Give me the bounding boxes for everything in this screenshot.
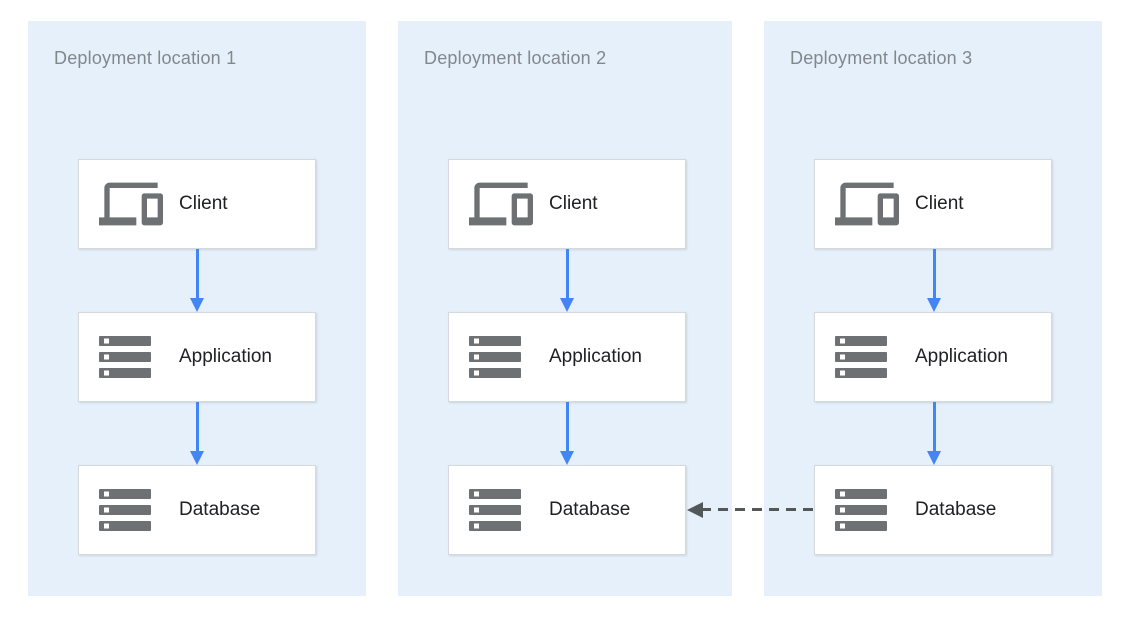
- devices-icon: [835, 172, 903, 236]
- node-application: Application: [448, 312, 686, 402]
- devices-icon: [469, 172, 537, 236]
- node-database: Database: [448, 465, 686, 555]
- arrow-application-to-database-panel-1: [190, 402, 204, 465]
- node-database: Database: [78, 465, 316, 555]
- server-stack-icon: [469, 336, 537, 378]
- node-label: Client: [915, 193, 964, 214]
- node-application: Application: [814, 312, 1052, 402]
- dashed-line: [701, 508, 815, 511]
- node-application: Application: [78, 312, 316, 402]
- arrow-client-to-application-panel-1: [190, 249, 204, 312]
- node-label: Client: [549, 193, 598, 214]
- node-database: Database: [814, 465, 1052, 555]
- node-label: Application: [915, 346, 1008, 367]
- node-label: Database: [915, 499, 997, 520]
- server-stack-icon: [469, 489, 537, 531]
- server-stack-icon: [835, 336, 903, 378]
- panel-title: Deployment location 3: [790, 48, 973, 68]
- arrowhead-left: [687, 502, 703, 518]
- node-label: Database: [179, 499, 261, 520]
- server-stack-icon: [99, 489, 167, 531]
- node-client: Client: [814, 159, 1052, 249]
- panel-deployment-location-1: Deployment location 1 Client A: [28, 21, 366, 596]
- node-client: Client: [78, 159, 316, 249]
- node-client: Client: [448, 159, 686, 249]
- arrow-application-to-database-panel-2: [560, 402, 574, 465]
- panel-title: Deployment location 2: [424, 48, 607, 68]
- arrow-client-to-application-panel-3: [927, 249, 941, 312]
- node-label: Application: [549, 346, 642, 367]
- arrow-client-to-application-panel-2: [560, 249, 574, 312]
- node-label: Client: [179, 193, 228, 214]
- dashed-replication-arrow-database3-to-database2: [687, 502, 815, 518]
- server-stack-icon: [835, 489, 903, 531]
- arrow-application-to-database-panel-3: [927, 402, 941, 465]
- devices-icon: [99, 172, 167, 236]
- node-label: Application: [179, 346, 272, 367]
- node-label: Database: [549, 499, 631, 520]
- panel-title: Deployment location 1: [54, 48, 237, 68]
- server-stack-icon: [99, 336, 167, 378]
